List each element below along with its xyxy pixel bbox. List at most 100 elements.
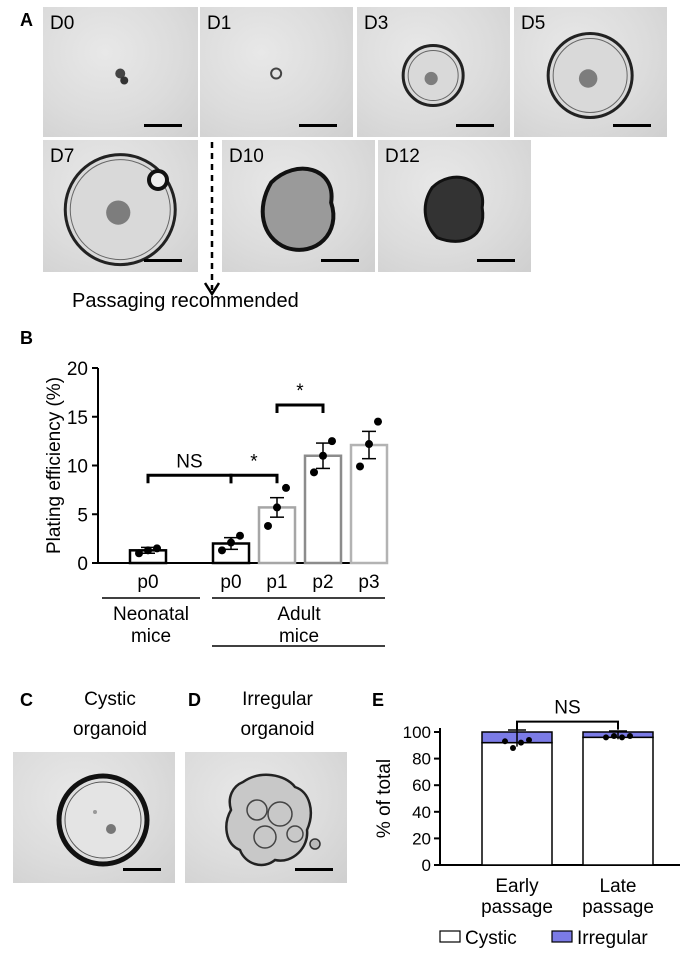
data-point [502,738,508,745]
x-tick-label: Late [600,876,637,897]
y-tick-label: 40 [412,803,431,822]
data-point [273,503,281,512]
day-label: D7 [50,146,75,167]
group-label: Neonatal [113,604,189,625]
micrograph-d0: D0 [43,7,198,137]
micrograph-image [63,153,177,267]
y-tick-label: 80 [412,750,431,769]
organoid [260,166,336,252]
panel-b-letter: B [20,328,33,348]
micrograph-image [260,166,336,252]
scale-bar [144,259,182,262]
scale-bar [321,259,359,262]
data-point [135,549,143,558]
cystic-organoid-image [13,752,175,883]
panel-e-letter: E [372,690,385,710]
legend-swatch-cystic [439,930,461,943]
organoid-lumen [552,38,628,113]
panel-d-letter: D [188,690,201,710]
scale-bar [123,868,161,871]
cell-cluster [270,67,283,80]
significance-label: * [250,451,258,472]
micrograph-d12: D12 [378,140,531,272]
data-point [611,732,617,739]
x-tick-label: p0 [137,572,158,593]
micrograph-d1: D1 [200,7,353,137]
data-point [153,544,161,553]
scale-bar [299,124,337,127]
day-label: D0 [50,13,75,34]
y-tick-label: 10 [67,457,88,478]
y-tick-label: 15 [67,408,88,429]
micrograph-image [423,175,485,243]
organoid-lumen [407,50,459,101]
micrograph-d5: D5 [514,7,667,137]
organoid-lumen [69,159,171,261]
panel-d-title-line1: Irregular [242,689,313,710]
y-tick-label: 20 [412,829,431,848]
cell-cluster [106,200,131,225]
significance-label: NS [554,698,580,719]
data-point [310,468,318,477]
data-point [236,531,244,540]
significance-label: NS [176,451,202,472]
scale-bar [144,124,182,127]
y-tick-label: 5 [77,505,88,526]
group-label: mice [279,626,319,647]
stacked-bar-cystic [481,741,553,866]
significance-bracket [146,473,233,484]
irregular-organoid-image [185,752,347,883]
data-point [526,736,532,743]
y-tick-label: 20 [67,359,88,380]
y-tick-label: 60 [412,776,431,795]
micrograph-d3: D3 [357,7,510,137]
cell-cluster [115,68,126,79]
micrograph-image [270,67,283,80]
data-point [365,440,373,449]
passaging-arrow [203,142,221,297]
x-tick-label: passage [582,897,654,918]
x-tick-label: p0 [220,572,241,593]
data-point [218,546,226,555]
legend-swatch-irregular [551,930,573,943]
y-axis-label: Plating efficiency (%) [44,377,65,554]
cell-cluster [120,76,129,85]
day-label: D1 [207,13,232,34]
data-point [144,546,152,555]
cell-cluster [424,71,438,86]
micrograph-image [115,68,129,85]
bar [349,443,389,565]
micrograph-image [401,44,465,107]
day-label: D5 [521,13,546,34]
panel-d-title-line2: organoid [240,719,315,740]
scale-bar [456,124,494,127]
x-tick-label: Early [495,876,539,897]
data-point [356,462,364,471]
significance-label: * [296,381,304,402]
micrograph-d10: D10 [222,140,375,272]
legend-label-irregular: Irregular [577,928,648,949]
data-point [510,744,516,751]
scale-bar [295,868,333,871]
significance-bracket [229,473,279,484]
scale-bar [477,259,515,262]
legend-label-cystic: Cystic [465,928,517,949]
day-label: D3 [364,13,389,34]
significance-bracket [516,720,619,730]
data-point [627,732,633,739]
data-point [319,451,327,460]
data-point [619,734,625,741]
organoid [423,175,485,243]
panel-a-letter: A [20,10,33,30]
y-tick-label: 0 [422,856,431,875]
data-point [328,437,336,446]
group-label: Adult [277,604,321,625]
x-tick-label: p3 [358,572,379,593]
x-tick-label: p1 [266,572,287,593]
day-label: D12 [385,146,420,167]
data-point [264,521,272,530]
x-tick-label: passage [481,897,553,918]
data-point [603,734,609,741]
stacked-bar-cystic [582,736,654,866]
